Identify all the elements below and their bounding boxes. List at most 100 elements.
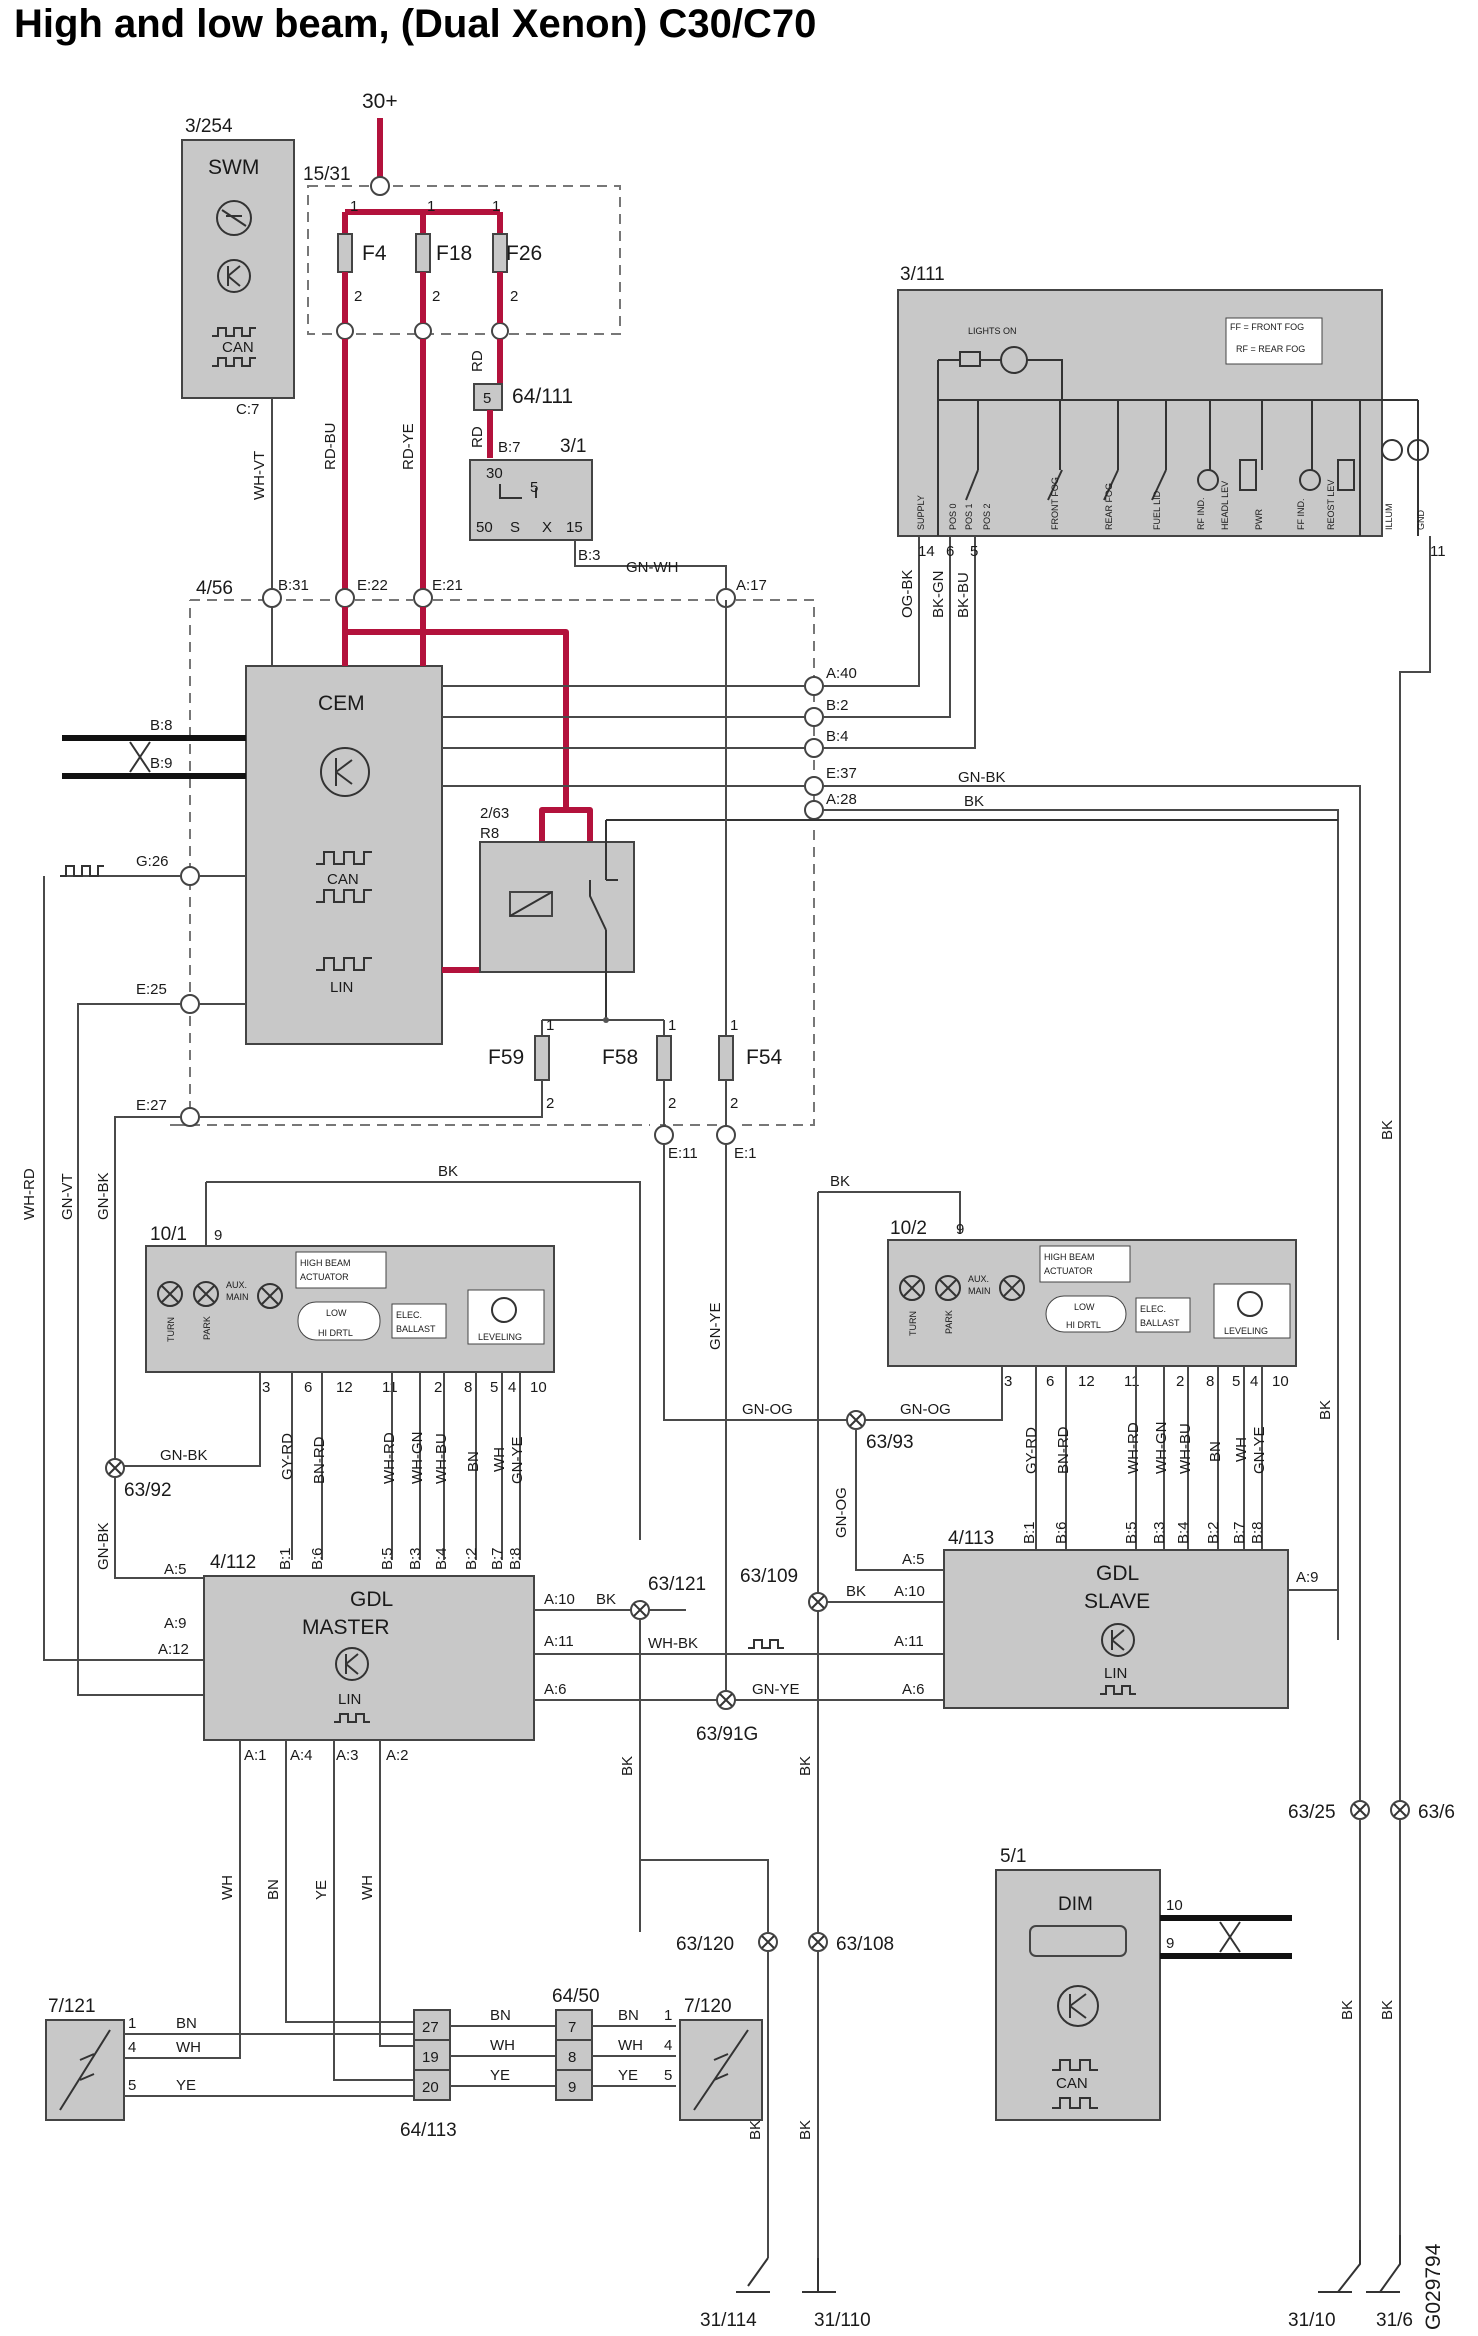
svg-text:REAR FOG: REAR FOG: [1104, 483, 1114, 530]
xenon-bulb-right: [1045, 1295, 1127, 1333]
dim-pin-9: 9: [1166, 1935, 1174, 1952]
gdl-master-a5: A:5: [164, 1561, 187, 1578]
svg-text:ACTUATOR: ACTUATOR: [1044, 1266, 1093, 1276]
svg-text:E:1: E:1: [734, 1145, 757, 1162]
svg-text:BN-RD: BN-RD: [311, 1436, 328, 1484]
motor-icon-right: [1237, 1291, 1263, 1317]
gdl-master-name1: GDL: [350, 1588, 393, 1611]
svg-text:F26: F26: [506, 242, 542, 265]
swm-pin-c7: C:7: [236, 401, 259, 418]
svg-text:YE: YE: [176, 2077, 196, 2094]
svg-text:ILLUM: ILLUM: [1384, 503, 1394, 530]
svg-text:FRONT FOG: FRONT FOG: [1050, 477, 1060, 530]
svg-text:3: 3: [262, 1379, 270, 1396]
high-beam-actuator-right: [1039, 1245, 1131, 1283]
cem-name: CEM: [318, 692, 365, 715]
reost-lev-icon: [1337, 459, 1355, 491]
bk-label-left: BK: [438, 1163, 458, 1180]
svg-text:PARK: PARK: [202, 1316, 212, 1340]
svg-text:5: 5: [664, 2067, 672, 2084]
svg-text:G:26: G:26: [136, 853, 169, 870]
gdl-slave-lin: LIN: [1104, 1665, 1127, 1682]
cem-pin-b2: [804, 707, 824, 727]
lights-on-label: LIGHTS ON: [968, 326, 1017, 336]
svg-text:B:8: B:8: [507, 1547, 524, 1570]
relay-sub: R8: [480, 825, 499, 842]
svg-text:2: 2: [432, 288, 440, 305]
high-beam-actuator-left: [295, 1251, 387, 1289]
svg-text:FUEL LID: FUEL LID: [1152, 490, 1162, 530]
svg-text:63/25: 63/25: [1288, 1802, 1336, 1823]
svg-text:6: 6: [304, 1379, 312, 1396]
gn-og-label-right: GN-OG: [900, 1401, 951, 1418]
gdl-master-ref: 4/112: [210, 1552, 256, 1573]
ground-wires-center: [640, 1859, 819, 2258]
bk-label-gnd: BK: [1379, 1120, 1396, 1140]
gn-bk-label-top: GN-BK: [958, 769, 1006, 786]
cem-can: CAN: [327, 871, 359, 888]
bk-gn-label: BK-GN: [930, 570, 947, 618]
cem-red-internal: [342, 607, 593, 973]
gn-bk-vert-label: GN-BK: [95, 1172, 112, 1220]
cem-e37-a28-wires: [823, 785, 1361, 1640]
svg-text:1: 1: [664, 2007, 672, 2024]
dim-can-bus: [1160, 1915, 1292, 1959]
bk-vert-a28: BK: [1317, 1400, 1334, 1420]
headlamp-left-harness: [124, 1372, 521, 1560]
svg-text:E:27: E:27: [136, 1097, 167, 1114]
ignition-pin-30: 30: [486, 465, 503, 482]
gn-og-vert-label: GN-OG: [833, 1487, 850, 1538]
svg-text:POS 2: POS 2: [982, 503, 992, 530]
svg-text:F4: F4: [362, 242, 387, 265]
svg-text:B:1: B:1: [277, 1547, 294, 1570]
bk-vert-121: BK: [619, 1756, 636, 1776]
svg-text:63/92: 63/92: [124, 1480, 172, 1501]
svg-text:B:6: B:6: [309, 1547, 326, 1570]
svg-text:GN-YE: GN-YE: [1251, 1426, 1268, 1474]
svg-text:B:5: B:5: [1123, 1521, 1140, 1544]
cem-pin-b9: B:9: [150, 755, 173, 772]
svg-text:63/108: 63/108: [836, 1934, 894, 1955]
svg-text:E:21: E:21: [432, 577, 463, 594]
svg-text:YE: YE: [618, 2067, 638, 2084]
sensor-left-wires: [124, 2033, 414, 2097]
bk-label-a10-slave: BK: [846, 1583, 866, 1600]
svg-text:WH-BU: WH-BU: [1177, 1423, 1194, 1474]
right-headlamp-bk-wire: [817, 1191, 961, 1940]
fuse-f54: F54 1 2: [718, 1017, 783, 1112]
legend-rf: RF = REAR FOG: [1236, 344, 1305, 354]
sensor-right-icon: [693, 2029, 749, 2111]
svg-text:RF IND.: RF IND.: [1196, 498, 1206, 531]
dim-ref: 5/1: [1000, 1846, 1026, 1867]
gdl-master-transistor-icon: [335, 1647, 369, 1681]
svg-text:F18: F18: [436, 242, 472, 265]
svg-text:E:22: E:22: [357, 577, 388, 594]
steering-wheel-icon: [216, 200, 252, 236]
switch-pin-5: 5: [970, 543, 978, 560]
ground-31-110: 31/110: [802, 2258, 871, 2331]
gn-og-slave-wire: [855, 1429, 944, 1571]
svg-text:3: 3: [1004, 1373, 1012, 1390]
svg-text:31/114: 31/114: [700, 2310, 757, 2331]
svg-text:B:2: B:2: [826, 697, 849, 714]
cem-lin: LIN: [330, 979, 353, 996]
bk-label-right: BK: [830, 1173, 850, 1190]
svg-text:A:40: A:40: [826, 665, 857, 682]
svg-text:4: 4: [1250, 1373, 1258, 1390]
svg-text:B:2: B:2: [463, 1547, 480, 1570]
gdl-slave-transistor-icon: [1101, 1623, 1135, 1657]
svg-text:B:5: B:5: [379, 1547, 396, 1570]
svg-text:WH: WH: [219, 1875, 236, 1900]
gn-og-label-left: GN-OG: [742, 1401, 793, 1418]
elec-ballast-left: [391, 1303, 447, 1339]
svg-text:GND: GND: [1416, 510, 1426, 531]
switch-internal-lines: [937, 359, 1419, 536]
rd-label-upper: RD: [469, 350, 486, 372]
svg-text:WH-BU: WH-BU: [433, 1433, 450, 1484]
gdl-master-bottom-pins: A:1 A:4 A:3 A:2: [244, 1747, 409, 1764]
cem-transistor-icon: [320, 747, 370, 797]
sensor-left-icon: [59, 2029, 111, 2111]
svg-text:E:37: E:37: [826, 765, 857, 782]
headlamp-right-pin9: 9: [956, 1221, 964, 1238]
